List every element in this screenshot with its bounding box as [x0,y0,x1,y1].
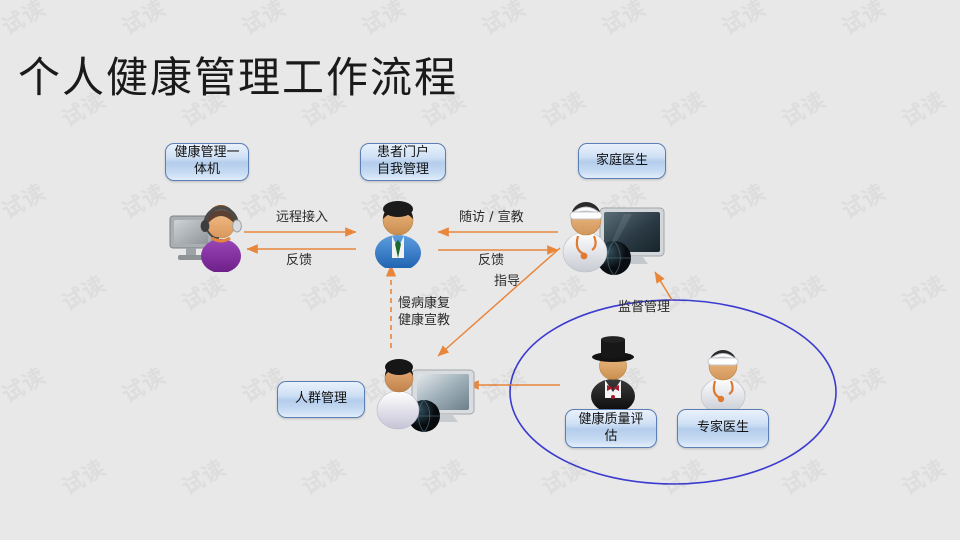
doctor-with-monitor-icon [556,190,668,280]
arrow-guidance [437,247,561,357]
node-label-population: 人群管理 [294,391,347,407]
node-box-expert-doctor[interactable]: 专家医生 [677,409,769,448]
node-label-portal-line1: 患者门户 [376,145,429,161]
node-box-quality-eval[interactable]: 健康质量评 估 [565,409,657,448]
page-title: 个人健康管理工作流程 [18,53,459,102]
node-box-family-doctor[interactable]: 家庭医生 [578,143,666,179]
group-label-supervision: 监督管理 [618,300,671,315]
patient-person-icon [362,196,434,271]
node-label-kiosk-line1: 健康管理一 [174,145,240,161]
edge-label-guidance: 指导 [494,274,521,289]
node-label-quality-eval: 健康质量评 估 [578,412,643,445]
node-label-portal: 患者门户 自我管理 [377,145,429,178]
arrow-supervision-to-familydoc [654,271,673,301]
edge-label-feedback-right: 反馈 [478,253,505,268]
node-label-quality-eval-line1: 健康质量评 [578,411,644,427]
node-label-kiosk: 健康管理一 体机 [174,145,239,178]
node-label-kiosk-line2: 体机 [193,162,220,177]
node-box-population[interactable]: 人群管理 [277,381,365,418]
edge-label-rehab-line2: 健康宣教 [398,312,451,328]
node-label-portal-line2: 自我管理 [376,162,429,177]
operator-headset-icon [166,196,250,273]
edge-label-rehab-line1: 慢病康复 [398,296,451,311]
population-user-icon [372,348,480,434]
node-label-quality-eval-line2: 估 [604,428,618,444]
edge-label-remote-access: 远程接入 [276,210,329,225]
edge-label-followup: 随访 / 宣教 [459,210,524,225]
ellipse-shape [509,299,837,485]
edge-label-rehab-education: 慢病康复 健康宣教 [398,296,450,330]
node-label-family-doctor: 家庭医生 [595,152,648,168]
node-box-portal[interactable]: 患者门户 自我管理 [360,143,446,181]
evaluator-tophat-icon [578,336,648,413]
node-box-kiosk[interactable]: 健康管理一 体机 [165,143,249,181]
expert-doctor-icon [688,336,758,415]
node-label-expert-doctor: 专家医生 [696,420,749,436]
edge-label-feedback-left: 反馈 [286,253,313,268]
